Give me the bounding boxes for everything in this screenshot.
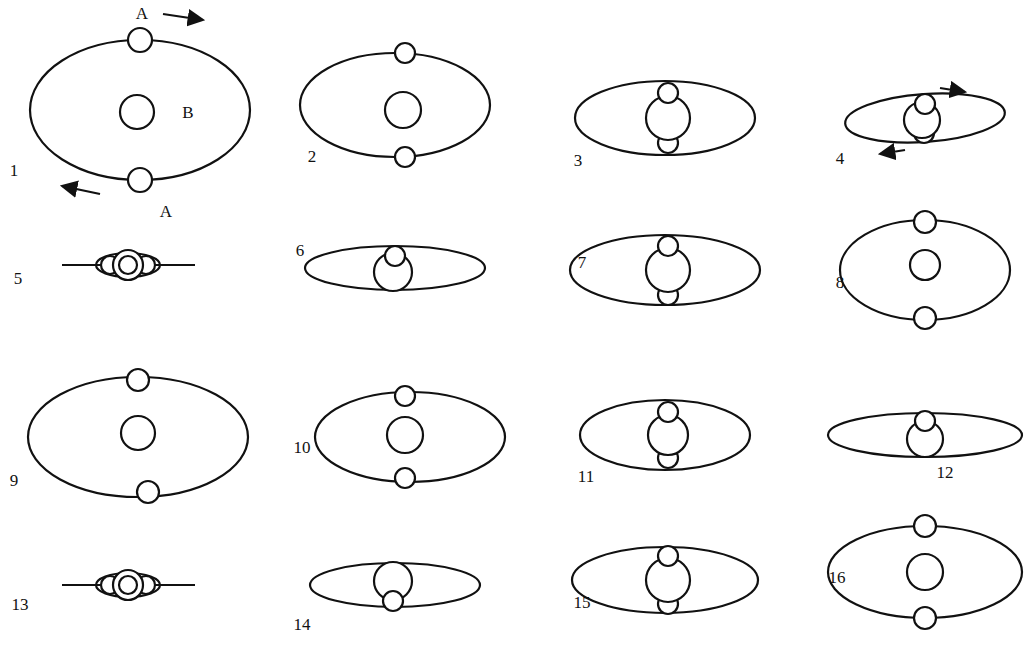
callout-number: 7 [578, 254, 587, 271]
callout-number: 11 [578, 468, 594, 485]
callout-number: 9 [10, 472, 19, 489]
part-label: A [160, 203, 172, 220]
callout-number: 13 [12, 596, 29, 613]
callout-number: 4 [836, 150, 845, 167]
callout-number: 10 [294, 439, 311, 456]
callout-number: 15 [574, 594, 591, 611]
callout-number: 3 [574, 152, 583, 169]
callout-number: 5 [14, 270, 23, 287]
callout-number: 8 [836, 274, 845, 291]
callout-number: 6 [296, 242, 305, 259]
part-label: B [182, 104, 193, 121]
part-label: A [136, 5, 148, 22]
callout-number: 12 [937, 464, 954, 481]
callout-number: 1 [10, 162, 19, 179]
callout-number: 16 [829, 569, 846, 586]
callout-number: 2 [308, 148, 317, 165]
callout-number: 14 [294, 616, 311, 633]
